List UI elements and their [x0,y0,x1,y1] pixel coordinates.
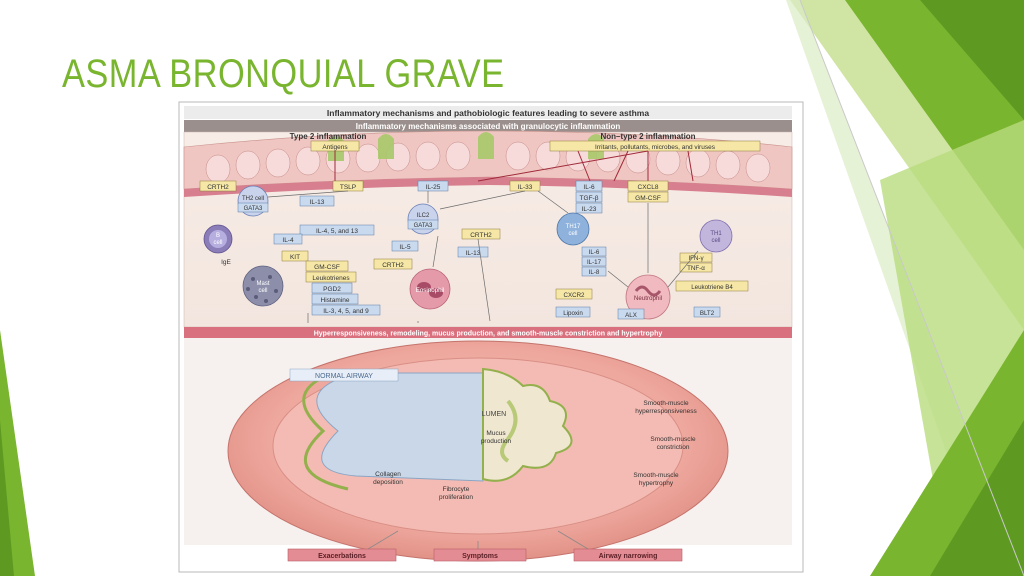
alx-label: ALX [625,312,637,319]
fibrocyte-label-2: proliferation [439,494,473,501]
mast-histamine-label: Histamine [321,297,350,304]
tnfa-label: TNF-α [687,265,705,272]
nontype2-heading: Non–type 2 inflammation [600,132,695,141]
ilc2-label: ILC2 [417,213,430,219]
bcell-label-1: B [216,233,220,239]
il23-label: IL-23 [582,206,597,213]
sm-constriction-label-1: Smooth-muscle [650,436,696,443]
result-bar-label: Hyperresponsiveness, remodeling, mucus p… [314,331,663,338]
mast-cell-label-2: cell [258,288,267,294]
ifng-label: IFN-γ [688,255,704,262]
eosinophil-label: Eosinophil [416,287,445,294]
tslp-label: TSLP [340,184,356,191]
th2-gata3-label: GATA3 [244,206,263,212]
il13-top-label: IL-13 [310,199,325,206]
leukotriene-b4-label: Leukotriene B4 [691,284,733,291]
antigens-label: Antigens [322,144,348,151]
outcome-exacerbations: Exacerbations [318,553,366,560]
normal-airway-label: NORMAL AIRWAY [315,373,373,380]
mucus-label-1: Mucus [486,430,506,437]
mast-cell-label-1: Mast [256,281,269,287]
ilc2-gata3-label: GATA3 [414,223,433,229]
il13-right-label: IL-13 [466,250,481,257]
cxcr2-label: CXCR2 [564,292,586,299]
sm-hypertrophy-label-2: hypertrophy [639,480,674,487]
collagen-label-1: Collagen [375,471,401,478]
fibrocyte-label-1: Fibrocyte [443,486,470,493]
il4-5-13-label: IL-4, 5, and 13 [316,228,358,235]
mast-il-label: IL-3, 4, 5, and 9 [323,308,369,315]
bcell-label-2: cell [213,240,222,246]
il33-label: IL-33 [518,184,533,191]
blt2-label: BLT2 [700,310,715,317]
th1-label-1: TH1 [710,231,722,237]
crth2-th2-label: CRTH2 [207,184,229,191]
slide-title: ASMA BRONQUIAL GRAVE [62,52,505,96]
th17-il6-label: IL-6 [589,249,600,256]
il6-label: IL-6 [583,184,595,191]
il4-label: IL-4 [282,237,294,244]
irritants-label: Irritants, pollutants, microbes, and vir… [595,144,716,151]
outcome-symptoms: Symptoms [462,553,498,560]
il25-label: IL-25 [426,184,441,191]
th17-label-2: cell [568,231,577,237]
cxcl8-label: CXCL8 [638,184,659,191]
gmcsf-nt2-label: GM-CSF [635,195,661,202]
lipoxin-label: Lipoxin [563,310,583,317]
asthma-diagram: Inflammatory mechanisms and pathobiologi… [178,101,804,573]
outcome-airway-narrowing: Airway narrowing [599,553,658,560]
sm-hyper-label-2: hyperresponsiveness [635,408,697,415]
crth2-ilc2-label: CRTH2 [470,232,492,239]
th2-cell-label: TH2 cell [242,196,264,202]
th17-il17-label: IL-17 [587,259,602,266]
th17-label-1: TH17 [566,224,581,230]
mast-pgd2-label: PGD2 [323,286,341,293]
il5-label: IL-5 [399,244,411,251]
lumen-label: LUMEN [482,411,507,418]
figure-subtitle: Inflammatory mechanisms associated with … [356,122,621,131]
kit-label: KIT [290,254,300,261]
mast-gmcsf-label: GM-CSF [314,264,340,271]
sm-hyper-label-1: Smooth-muscle [643,400,689,407]
ige-label: IgE [221,259,231,266]
sm-hypertrophy-label-1: Smooth-muscle [633,472,679,479]
th17-il8-label: IL-8 [589,269,600,276]
sm-constriction-label-2: constriction [657,444,690,451]
figure-title: Inflammatory mechanisms and pathobiologi… [327,108,649,118]
mucus-label-2: production [481,438,512,445]
type2-heading: Type 2 inflammation [290,132,367,141]
collagen-label-2: deposition [373,479,403,486]
neutrophil-label: Neutrophil [634,295,662,302]
th1-label-2: cell [711,238,720,244]
crth2-eos-label: CRTH2 [382,262,404,269]
asthma-figure: Inflammatory mechanisms and pathobiologi… [178,101,804,573]
tgfb-label: TGF-β [580,195,599,202]
mast-leukotrienes-label: Leukotrienes [312,275,350,282]
